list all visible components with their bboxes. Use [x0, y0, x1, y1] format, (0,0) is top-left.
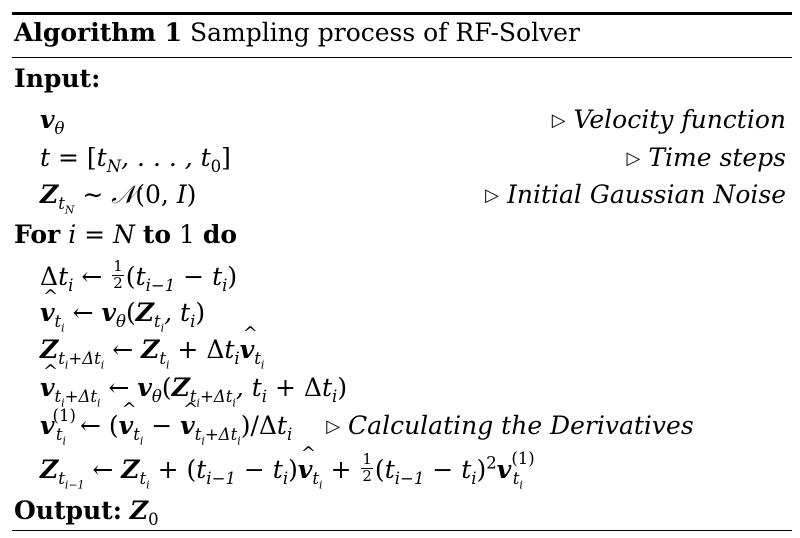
- output-line: Output: Z0: [14, 496, 159, 529]
- output-header: Output:: [14, 496, 122, 525]
- comment-derivatives: ▷Calculating the Derivatives: [326, 411, 694, 440]
- title-rule: [12, 57, 792, 59]
- body-line-5: v(1)ti ← (vti − vti+Δti)/Δti ▷Calculatin…: [40, 401, 694, 446]
- comment-velocity: ▷Velocity function: [551, 105, 786, 134]
- algorithm-caption: Sampling process of RF-Solver: [189, 18, 580, 47]
- comment-noise: ▷Initial Gaussian Noise: [485, 180, 786, 209]
- to-keyword: to: [142, 220, 172, 249]
- body-line-6: Zti−1 ← Zti + (ti−1 − ti)vti + 12(ti−1 −…: [40, 445, 545, 490]
- input-velocity: vθ: [40, 105, 65, 138]
- input-noise: ZtN ∼ 𝒩(0, I): [40, 180, 197, 217]
- body-line-4: vti+Δti ← vθ(Zti+Δti, ti + Δti): [40, 363, 347, 408]
- comment-derivatives-text: Calculating the Derivatives: [348, 411, 694, 440]
- comment-timesteps: ▷Time steps: [626, 143, 786, 172]
- comment-noise-text: Initial Gaussian Noise: [507, 180, 786, 209]
- for-keyword: For: [14, 220, 61, 249]
- input-header: Input:: [14, 64, 101, 93]
- algorithm-title: Algorithm 1 Sampling process of RF-Solve…: [14, 20, 580, 45]
- bottom-rule: [12, 530, 792, 532]
- for-line: For i = N to 1 do: [14, 220, 238, 249]
- input-timesteps: t = [tN, . . . , t0]: [40, 143, 231, 176]
- loop-end: 1: [179, 220, 195, 249]
- algorithm-label: Algorithm 1: [14, 18, 182, 47]
- body-line-3: Zti+Δti ← Zti + Δtivti: [40, 325, 264, 370]
- do-keyword: do: [202, 220, 238, 249]
- top-rule: [12, 12, 792, 15]
- body-line-2: vti ← vθ(Zti, ti): [40, 288, 205, 333]
- comment-velocity-text: Velocity function: [573, 105, 786, 134]
- comment-timesteps-text: Time steps: [648, 143, 786, 172]
